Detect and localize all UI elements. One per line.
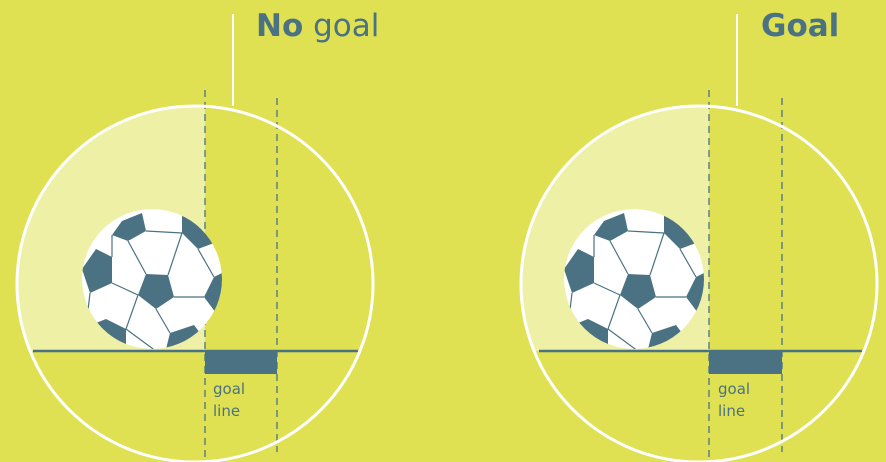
goal-line-label-line1: goal xyxy=(718,378,750,400)
panel-no-goal xyxy=(0,14,373,462)
goal-line-label-line1: goal xyxy=(213,378,245,400)
goal-line-bar xyxy=(709,351,782,374)
goal-line-bar xyxy=(205,351,277,374)
panel-goal xyxy=(500,14,877,462)
goal-line-label-line2: line xyxy=(213,400,245,422)
goal-line-label-line2: line xyxy=(718,400,750,422)
goal-line-label: goal line xyxy=(213,378,245,422)
goal-line-label: goal line xyxy=(718,378,750,422)
